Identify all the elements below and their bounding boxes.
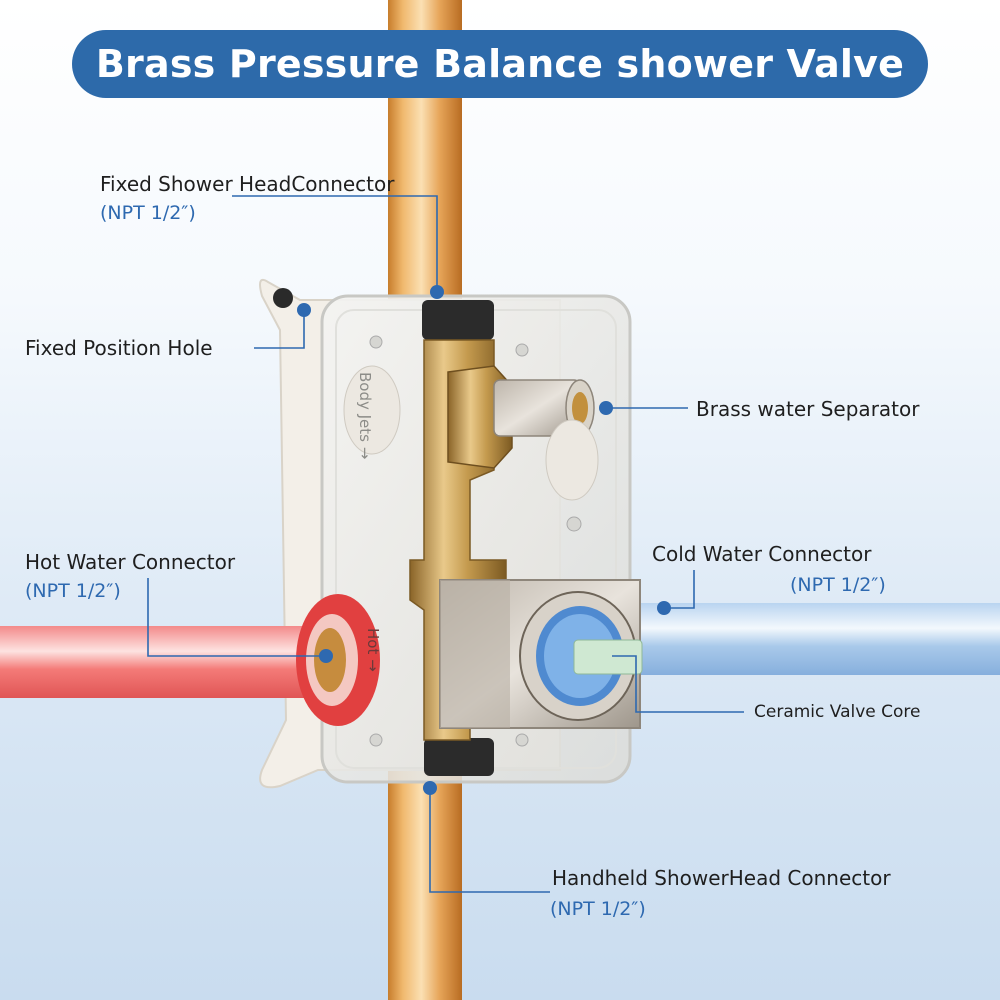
- callout-lines: [147, 195, 744, 893]
- hot-water-spec: (NPT 1/2″): [25, 580, 121, 602]
- handheld-spec: (NPT 1/2″): [550, 898, 646, 920]
- brass-separator-label: Brass water Separator: [696, 397, 920, 421]
- title-banner: Brass Pressure Balance shower Valve: [72, 30, 928, 98]
- cold-water-spec: (NPT 1/2″): [790, 574, 886, 596]
- callout-dots: [297, 285, 671, 795]
- fixed-shower-head-spec: (NPT 1/2″): [100, 202, 196, 224]
- body-jets-text: Body Jets →: [356, 372, 374, 459]
- handheld-label: Handheld ShowerHead Connector: [552, 866, 891, 890]
- cold-water-label: Cold Water Connector: [652, 542, 872, 566]
- fixed-position-hole-label: Fixed Position Hole: [25, 336, 213, 360]
- hot-pipe: [0, 626, 330, 698]
- hot-text: Hot →: [364, 628, 382, 672]
- cold-pipe: [600, 603, 1000, 675]
- ceramic-core-label: Ceramic Valve Core: [754, 702, 921, 722]
- fixed-shower-head-label: Fixed Shower HeadConnector: [100, 172, 395, 196]
- hot-water-label: Hot Water Connector: [25, 550, 236, 574]
- page-title: Brass Pressure Balance shower Valve: [95, 42, 905, 86]
